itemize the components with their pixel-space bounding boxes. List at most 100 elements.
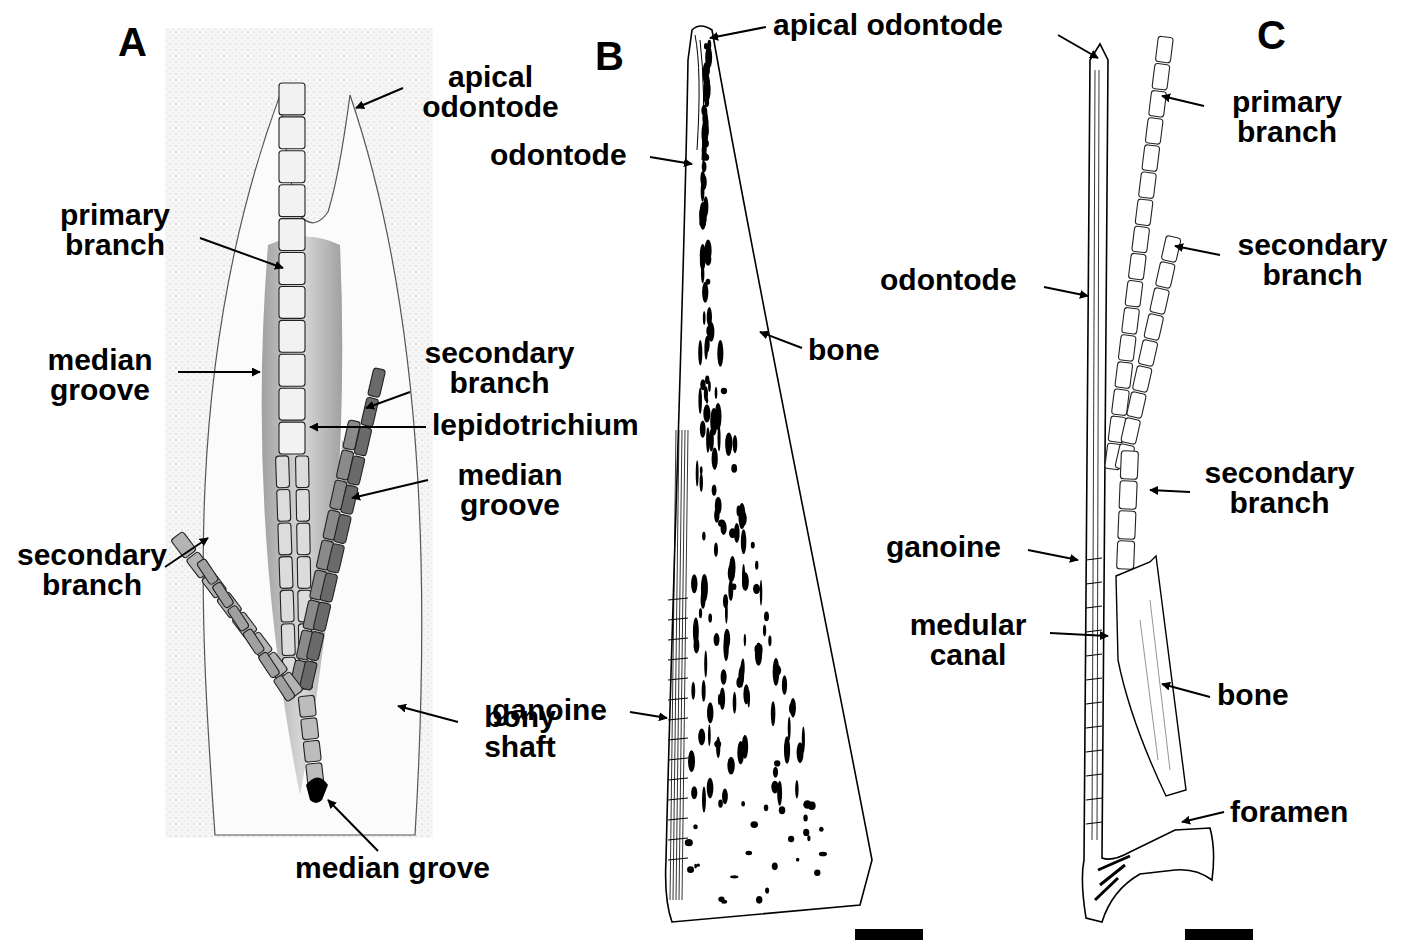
vascular-canal (723, 594, 728, 609)
vascular-canal (764, 612, 769, 622)
leader-arrow (165, 538, 208, 567)
secondary-branch-segment (1126, 391, 1146, 418)
secondary-branch-segment (354, 426, 372, 456)
vascular-canal (722, 789, 728, 805)
vascular-canal (759, 644, 763, 656)
secondary-branch-segment (242, 628, 265, 655)
spine-section-outline (1082, 44, 1213, 922)
vascular-canal (698, 387, 702, 413)
leader-arrow (178, 371, 260, 373)
leader-arrow (630, 712, 667, 718)
leader-lines (165, 27, 1224, 851)
vascular-canal (706, 397, 708, 403)
part-label: odontode (880, 265, 1017, 295)
lepidotrichium-segment (279, 354, 305, 386)
secondary-branch-segment (333, 514, 351, 544)
vascular-canal (802, 726, 805, 752)
vascular-canal (696, 460, 699, 486)
vascular-canal (702, 680, 706, 702)
part-label: foramen (1230, 797, 1348, 827)
fin-ray-c (1082, 36, 1213, 922)
vascular-canal (803, 800, 811, 809)
secondary-branch-segment (327, 543, 345, 573)
vascular-canal (691, 682, 695, 700)
vascular-canal (807, 835, 810, 841)
vascular-canal (714, 633, 720, 646)
vascular-canal (700, 466, 703, 474)
panel-letter: B (595, 36, 624, 76)
vascular-canal (717, 340, 723, 367)
vascular-canal (703, 404, 710, 422)
vascular-canal (691, 786, 697, 799)
secondary-branch-segment (212, 581, 235, 608)
secondary-branch-segment (306, 631, 324, 661)
vascular-canal (718, 896, 724, 902)
vascular-canal (730, 875, 738, 878)
secondary-branch-segment (196, 558, 219, 585)
vascular-canal (753, 584, 760, 594)
vascular-canal (698, 340, 702, 365)
scale-bar (1185, 929, 1253, 940)
part-label: apical odontode (398, 62, 583, 122)
part-label: secondary branch (7, 540, 177, 600)
vascular-canal (708, 614, 712, 623)
lepidotrichium-segment (279, 388, 305, 420)
vascular-canal (707, 702, 713, 723)
lepidotrichium-segment (279, 286, 305, 318)
vascular-canal (708, 322, 715, 342)
median-groove-tip (306, 778, 328, 804)
vascular-canal (699, 206, 704, 224)
leader-arrow (1050, 633, 1108, 636)
secondary-branch-segment (299, 660, 317, 690)
vascular-canal (819, 852, 827, 857)
vascular-canal (700, 473, 703, 492)
leader-arrow (1058, 35, 1098, 58)
primary-branch-segment (1149, 90, 1167, 117)
lepidotrichium-segment (277, 489, 291, 521)
ganoine-ticks (1086, 558, 1102, 824)
vascular-canal (733, 435, 738, 453)
vascular-canal (700, 379, 705, 390)
vascular-canal (693, 824, 698, 829)
vascular-canal (788, 836, 794, 842)
secondary-branch-segment (273, 675, 296, 702)
leader-arrow (352, 480, 428, 498)
ganoine-layers (670, 430, 688, 900)
vascular-canal (772, 863, 778, 871)
vascular-canal (712, 484, 717, 495)
vascular-canal (790, 698, 796, 717)
ganoine-layers (1092, 70, 1099, 840)
secondary-branch-segment (313, 602, 331, 632)
vascular-canal (768, 636, 771, 647)
vascular-canal (702, 161, 707, 172)
primary-branch-segment (1135, 199, 1153, 226)
ganoine-ticks (668, 598, 688, 860)
vascular-canal (701, 574, 708, 602)
vascular-canal (694, 864, 697, 869)
vascular-canal (747, 689, 750, 707)
vascular-canal (741, 801, 745, 806)
secondary-branch-segment (1132, 365, 1152, 392)
lepidotrichium-segment (298, 695, 316, 717)
vascular-canal (732, 584, 737, 590)
vascular-canal (706, 279, 711, 285)
vascular-canal (702, 138, 706, 158)
panel-letter: C (1257, 15, 1286, 55)
vascular-canal (696, 864, 699, 867)
vascular-canal (703, 311, 706, 325)
vascular-canal (715, 387, 718, 399)
vascular-canal (691, 574, 697, 593)
vascular-canal (760, 580, 763, 606)
vascular-canal (712, 447, 718, 469)
stippled-ground (165, 28, 433, 838)
vascular-canal (705, 98, 710, 107)
primary-branch-segment (1138, 172, 1156, 199)
vascular-canal (774, 665, 781, 675)
secondary-branch-segment (320, 573, 338, 603)
vascular-canal (779, 806, 785, 814)
lepidotrichium-segment (279, 151, 305, 183)
part-label: median grove (295, 853, 490, 883)
primary-branch-segment (1152, 63, 1170, 90)
median-groove-shade (262, 237, 343, 796)
